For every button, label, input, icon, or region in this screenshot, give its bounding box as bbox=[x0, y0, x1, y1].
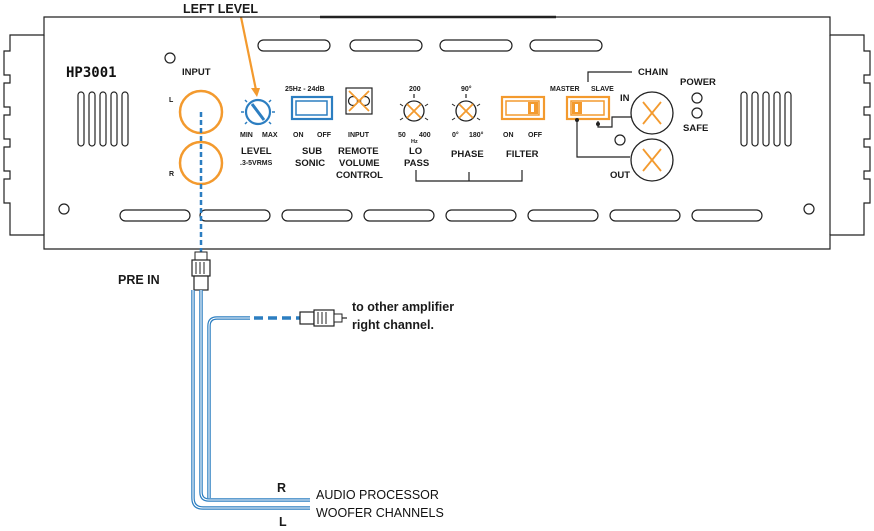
left-level-callout: LEFT LEVEL bbox=[183, 2, 258, 16]
lopass-knob[interactable] bbox=[399, 94, 429, 122]
vent-slot bbox=[691, 209, 763, 222]
vent-slot bbox=[119, 209, 191, 222]
pre-in-rca-plug bbox=[191, 251, 211, 291]
amplifier-chassis bbox=[3, 16, 871, 250]
chain-title: CHAIN bbox=[638, 67, 668, 78]
lopass-top-label: 200 bbox=[409, 86, 421, 93]
model-name: HP3001 bbox=[66, 65, 117, 81]
filter-on-label: ON bbox=[503, 132, 514, 139]
chain-master-label: MASTER bbox=[550, 86, 580, 93]
callout-arrow-line bbox=[239, 16, 258, 91]
other-amp-label-1: to other amplifier bbox=[352, 300, 454, 314]
phase-high-label: 180° bbox=[469, 131, 484, 139]
mounting-hole bbox=[803, 203, 815, 215]
side-vent bbox=[751, 91, 759, 147]
subsonic-title-2: SONIC bbox=[295, 158, 325, 169]
mounting-hole bbox=[164, 52, 176, 64]
mounting-hole bbox=[58, 203, 70, 215]
chain-out-wire bbox=[576, 121, 630, 158]
power-led bbox=[691, 92, 703, 104]
side-vent bbox=[784, 91, 792, 147]
vent-slot bbox=[363, 209, 435, 222]
subsonic-on-label: ON bbox=[293, 132, 304, 139]
remote-title-3: CONTROL bbox=[336, 170, 383, 181]
remote-title-1: REMOTE bbox=[338, 146, 379, 157]
processor-cable bbox=[191, 290, 310, 510]
level-knob[interactable] bbox=[241, 98, 275, 126]
level-title: LEVEL bbox=[241, 146, 272, 157]
vent-slot bbox=[257, 39, 331, 52]
pre-in-label: PRE IN bbox=[118, 273, 160, 287]
chain-in-rca-jack[interactable] bbox=[630, 91, 674, 135]
level-max-label: MAX bbox=[262, 132, 278, 139]
other-amp-label-2: right channel. bbox=[352, 318, 434, 332]
subsonic-title-1: SUB bbox=[302, 146, 322, 157]
right-channel-cable bbox=[207, 316, 300, 498]
right-channel-rca-plug bbox=[299, 309, 347, 327]
chain-out-label: OUT bbox=[610, 170, 630, 181]
side-vent bbox=[77, 91, 85, 147]
phase-low-label: 0° bbox=[452, 131, 459, 139]
side-vent bbox=[773, 91, 781, 147]
side-vent bbox=[99, 91, 107, 147]
subsonic-off-label: OFF bbox=[317, 132, 332, 139]
filter-title: FILTER bbox=[506, 149, 539, 160]
lopass-low-label: 50 bbox=[398, 132, 406, 139]
side-vent bbox=[88, 91, 96, 147]
phase-title: PHASE bbox=[451, 149, 484, 160]
input-label: INPUT bbox=[182, 67, 211, 78]
vent-slot bbox=[445, 209, 517, 222]
r-channel-label: R bbox=[277, 481, 286, 495]
vent-slot bbox=[281, 209, 353, 222]
side-vent bbox=[762, 91, 770, 147]
side-vent bbox=[121, 91, 129, 147]
remote-input-label: INPUT bbox=[348, 132, 370, 139]
filter-off-label: OFF bbox=[528, 132, 543, 139]
vent-slot bbox=[439, 39, 513, 52]
chain-bracket bbox=[587, 71, 632, 82]
lopass-unit: Hz bbox=[411, 139, 418, 145]
lopass-title-1: LO bbox=[409, 146, 422, 157]
vent-slot bbox=[527, 209, 599, 222]
vent-slot bbox=[529, 39, 603, 52]
chain-in-label: IN bbox=[620, 93, 630, 104]
power-label: POWER bbox=[680, 77, 716, 88]
l-channel-label: L bbox=[279, 515, 287, 529]
safe-led bbox=[691, 107, 703, 119]
processor-label-1: AUDIO PROCESSOR bbox=[316, 488, 439, 502]
lopass-high-label: 400 bbox=[419, 132, 431, 139]
wire-node bbox=[596, 122, 600, 126]
callout-arrowhead bbox=[251, 88, 260, 97]
vent-slot bbox=[199, 209, 271, 222]
chain-out-rca-jack[interactable] bbox=[630, 138, 674, 182]
safe-label: SAFE bbox=[683, 123, 708, 134]
level-range: .3-5VRMS bbox=[240, 160, 273, 167]
remote-title-2: VOLUME bbox=[339, 158, 380, 169]
subsonic-range: 25Hz - 24dB bbox=[285, 86, 325, 93]
input-left-label: L bbox=[169, 97, 174, 104]
master-slave-switch[interactable] bbox=[565, 95, 611, 121]
wire-node bbox=[575, 118, 579, 122]
side-vent bbox=[110, 91, 118, 147]
phase-knob[interactable] bbox=[451, 94, 481, 122]
chain-slave-label: SLAVE bbox=[591, 86, 614, 93]
vent-slot bbox=[609, 209, 681, 222]
filter-switch[interactable] bbox=[500, 95, 546, 121]
side-vent bbox=[740, 91, 748, 147]
subsonic-switch[interactable] bbox=[290, 95, 334, 121]
lopass-title-2: PASS bbox=[404, 158, 429, 169]
processor-label-2: WOOFER CHANNELS bbox=[316, 506, 444, 520]
level-min-label: MIN bbox=[240, 132, 253, 139]
remote-volume-port[interactable] bbox=[345, 87, 373, 115]
phase-top-label: 90° bbox=[461, 85, 472, 93]
input-right-label: R bbox=[169, 171, 174, 178]
mounting-hole bbox=[614, 134, 626, 146]
vent-slot bbox=[349, 39, 423, 52]
